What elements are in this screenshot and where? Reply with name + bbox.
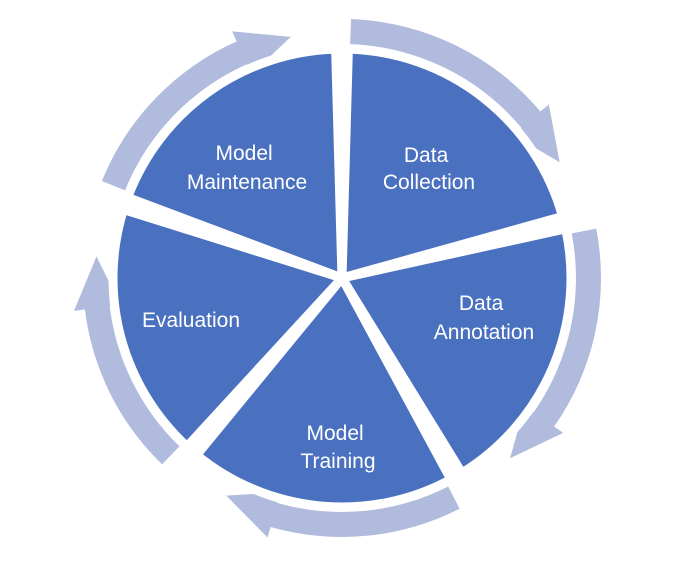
cycle-arrow-1 [350,19,560,163]
cycle-arrow-ring [74,19,601,538]
cycle-arrow-5 [101,31,291,191]
label-evaluation: Evaluation [142,309,240,332]
segment-model-maintenance [121,44,347,285]
segment-labels: Data Collection Data Annotation Model Tr… [142,142,534,473]
label-data-annotation: Data Annotation [434,292,534,344]
label-model-maintenance: Model Maintenance [187,142,307,194]
segment-evaluation [108,203,351,453]
label-model-training: Model Training [300,422,375,473]
cycle-arrow-2 [510,228,601,459]
cycle-segments [108,44,576,512]
segment-data-annotation [334,223,576,480]
cycle-arrow-4 [74,256,180,465]
segment-data-collection [337,44,569,284]
label-data-collection: Data Collection [383,144,475,194]
cycle-arrow-3 [226,486,460,538]
segment-model-training [190,269,458,512]
